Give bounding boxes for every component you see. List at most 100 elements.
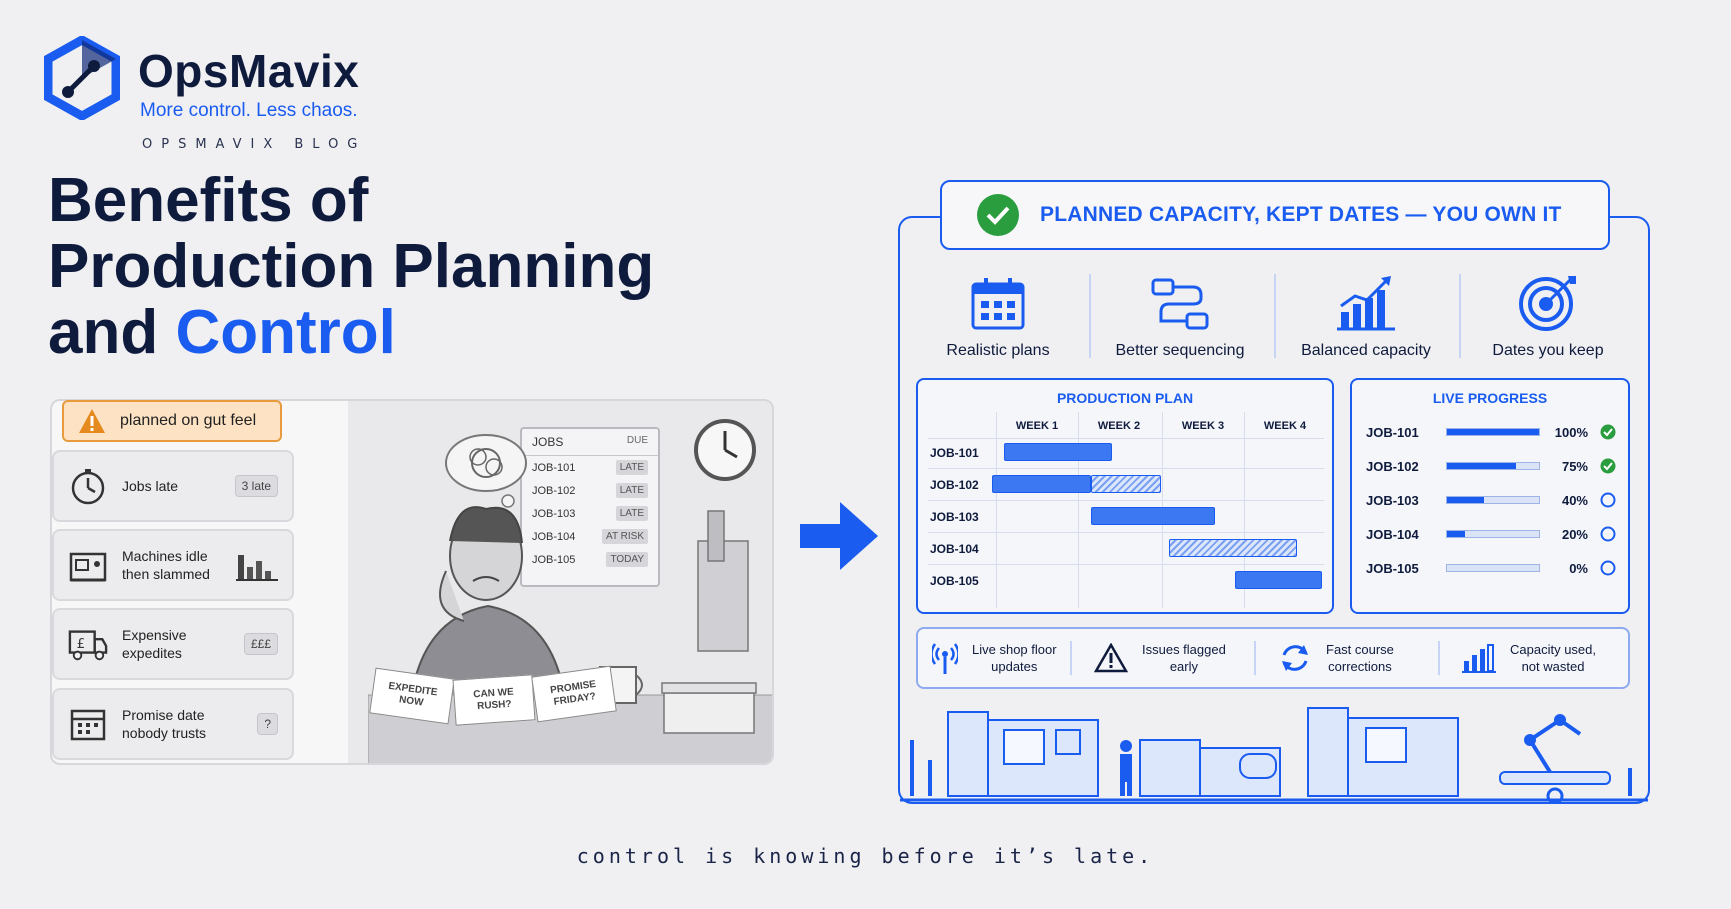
progress-row: JOB-103 40% xyxy=(1366,490,1616,510)
machine-icon xyxy=(68,545,108,585)
progress-bar xyxy=(1446,564,1540,572)
gantt-bar xyxy=(991,475,1091,493)
issue-card: Jobs late 3 late xyxy=(52,450,294,522)
divider xyxy=(1438,641,1440,675)
feature-label: Capacity used, not wasted xyxy=(1510,642,1596,674)
progress-row: JOB-104 20% xyxy=(1366,524,1616,544)
feature-item: Live shop floor updates xyxy=(932,629,1057,687)
issue-label: Jobs late xyxy=(122,478,179,494)
board-status: AT RISK xyxy=(602,529,648,544)
progress-bar xyxy=(1446,462,1540,470)
jobs-board-row: JOB-103 LATE xyxy=(522,502,658,525)
divider xyxy=(1274,274,1276,358)
feature-item: Capacity used, not wasted xyxy=(1462,629,1596,687)
progress-fill xyxy=(1447,429,1539,435)
broadcast-icon xyxy=(932,643,958,674)
plan-job-label: JOB-103 xyxy=(930,510,979,524)
progress-percent: 20% xyxy=(1561,526,1588,542)
progress-job: JOB-104 xyxy=(1366,526,1419,542)
gantt-bar xyxy=(1235,571,1322,589)
plan-job-label: JOB-105 xyxy=(930,574,979,588)
warning-icon xyxy=(1094,643,1128,673)
wall-clock-icon xyxy=(694,419,756,481)
benefit-label: Better sequencing xyxy=(1115,342,1245,359)
capacity-bars-icon xyxy=(1462,644,1496,673)
board-job: JOB-104 xyxy=(532,530,576,543)
title-line-3: and Control xyxy=(48,300,748,366)
check-circle-icon xyxy=(977,194,1019,236)
factory-floor-illustration xyxy=(900,707,1648,804)
feature-item: Issues flagged early xyxy=(1094,629,1226,687)
progress-row: JOB-102 75% xyxy=(1366,456,1616,476)
issue-card: Promise date nobody trusts ? xyxy=(52,688,294,760)
issue-card: Machines idle then slammed xyxy=(52,529,294,601)
benefit-item: Better sequencing xyxy=(1088,270,1272,360)
gantt-bar-planned xyxy=(1090,475,1161,493)
board-status: LATE xyxy=(615,483,648,498)
feature-label: Live shop floor updates xyxy=(972,642,1057,674)
production-plan: PRODUCTION PLAN WEEK 1 WEEK 2 WEEK 3 WEE… xyxy=(916,378,1334,614)
headline-box: PLANNED CAPACITY, KEPT DATES — YOU OWN I… xyxy=(940,180,1610,250)
jobs-board-row: JOB-102 LATE xyxy=(522,479,658,502)
grid-line xyxy=(928,438,1324,439)
benefit-label: Realistic plans xyxy=(946,342,1050,359)
progress-percent: 40% xyxy=(1561,492,1588,508)
progress-job: JOB-102 xyxy=(1366,458,1419,474)
issue-label: Expensive expedites xyxy=(122,627,187,661)
jobs-header: JOBS xyxy=(532,435,564,449)
gut-feel-label: planned on gut feel xyxy=(120,412,257,429)
benefit-label: Balanced capacity xyxy=(1301,342,1431,359)
brand-name: OpsMavix xyxy=(138,45,360,97)
issue-label: Machines idle then slammed xyxy=(122,548,210,582)
target-icon xyxy=(1519,276,1576,331)
progress-bar xyxy=(1446,530,1540,538)
week-header: WEEK 1 xyxy=(1015,420,1059,432)
gantt-bar xyxy=(1090,507,1215,525)
feature-label: Issues flagged early xyxy=(1142,642,1226,674)
opsmavix-logo-icon xyxy=(44,36,120,120)
benefit-item: Realistic plans xyxy=(906,270,1090,360)
plan-title: PRODUCTION PLAN xyxy=(1056,390,1194,406)
board-job: JOB-102 xyxy=(532,484,576,497)
grid-line xyxy=(928,500,1324,501)
truck-icon: £ xyxy=(68,624,108,664)
due-header: DUE xyxy=(626,435,648,446)
grid-line xyxy=(928,564,1324,565)
title-line-3-prefix: and xyxy=(48,298,176,367)
title-line-2: Production Planning xyxy=(48,232,655,301)
issue-chip: 3 late xyxy=(234,475,278,497)
progress-title: LIVE PROGRESS xyxy=(1432,390,1548,406)
warning-icon xyxy=(79,409,105,433)
board-job: JOB-105 xyxy=(532,553,576,566)
headline-text: PLANNED CAPACITY, KEPT DATES — YOU OWN I… xyxy=(1040,203,1562,226)
progress-job: JOB-103 xyxy=(1366,492,1419,508)
benefit-item: Dates you keep xyxy=(1456,270,1640,360)
progress-percent: 0% xyxy=(1569,560,1588,576)
pending-circle-icon xyxy=(1588,526,1616,542)
jobs-board-row: JOB-104 AT RISK xyxy=(522,525,658,548)
plan-job-label: JOB-104 xyxy=(930,542,979,556)
gantt-bar xyxy=(1004,443,1112,461)
divider xyxy=(1459,274,1461,358)
progress-fill xyxy=(1447,463,1516,469)
progress-bar xyxy=(1446,496,1540,504)
board-status: TODAY xyxy=(606,552,648,567)
title-line-1: Benefits of xyxy=(48,166,369,235)
progress-percent: 75% xyxy=(1561,458,1588,474)
gantt-bar-planned xyxy=(1169,539,1298,557)
progress-bar xyxy=(1446,428,1540,436)
grid-line xyxy=(928,468,1324,469)
benefit-item: Balanced capacity xyxy=(1274,270,1458,360)
stopwatch-icon xyxy=(68,466,108,506)
week-header: WEEK 3 xyxy=(1181,420,1225,432)
gut-feel-tag: planned on gut feel xyxy=(62,400,282,442)
feature-label: Fast course corrections xyxy=(1326,642,1394,674)
board-status: LATE xyxy=(615,506,648,521)
board-job: JOB-101 xyxy=(532,461,576,474)
refresh-icon xyxy=(1282,645,1308,671)
issue-label: Promise date nobody trusts xyxy=(122,707,207,741)
board-job: JOB-103 xyxy=(532,507,576,520)
